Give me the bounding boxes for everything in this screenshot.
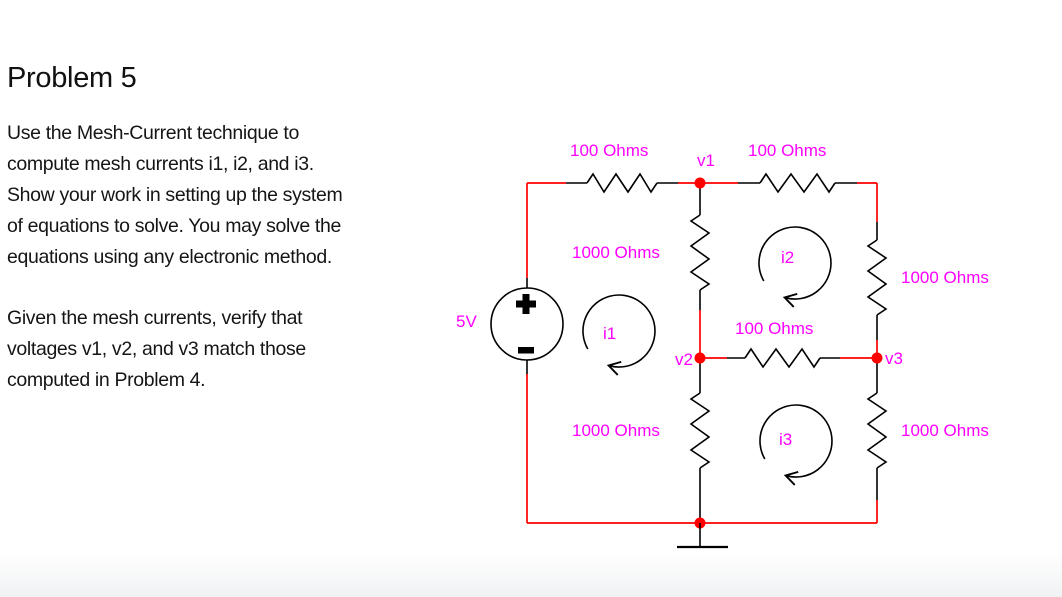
- instructions-paragraph-1: Use the Mesh-Current technique to comput…: [7, 122, 343, 268]
- resistor-label-top-right: 100 Ohms: [748, 141, 827, 160]
- mesh-loop-i3-arrow: [759, 404, 833, 486]
- component-leads: [526, 182, 878, 523]
- page-title: Problem 5: [7, 62, 137, 94]
- mesh-label-i2: i2: [781, 248, 795, 267]
- instructions-paragraph-2: Given the mesh currents, verify that vol…: [7, 307, 306, 391]
- node-label-v3: v3: [885, 349, 903, 368]
- resistor-top-right-symbol: [759, 172, 836, 194]
- mesh-loop-i2-arrow: [758, 226, 832, 308]
- resistor-top-left-symbol: [586, 172, 658, 194]
- plus-icon: [516, 294, 536, 314]
- resistor-label-top-left: 100 Ohms: [570, 141, 649, 160]
- ground-icon: [677, 523, 728, 571]
- minus-icon: [518, 347, 534, 354]
- node-dot-v1: [694, 177, 706, 189]
- resistor-label-lower-middle: 1000 Ohms: [572, 421, 660, 440]
- mesh-loop-i1-arrow: [582, 294, 656, 376]
- mesh-label-i1: i1: [603, 324, 617, 343]
- resistor-lower-middle-symbol: [689, 392, 711, 469]
- node-dot-v3: [871, 352, 883, 364]
- resistor-upper-right-symbol: [866, 239, 888, 316]
- node-dot-v2: [694, 352, 706, 364]
- resistor-lower-right-symbol: [866, 392, 888, 469]
- resistor-upper-middle-symbol: [689, 214, 711, 291]
- resistor-label-middle: 100 Ohms: [735, 319, 814, 338]
- node-label-v1: v1: [697, 151, 715, 170]
- resistor-label-lower-right: 1000 Ohms: [901, 421, 989, 440]
- node-label-v2: v2: [675, 350, 693, 369]
- resistor-label-upper-right: 1000 Ohms: [901, 268, 989, 287]
- source-label-5v: 5V: [456, 312, 477, 331]
- voltage-source-symbol: [490, 287, 564, 361]
- resistor-middle-symbol: [744, 347, 821, 369]
- resistor-label-upper-middle: 1000 Ohms: [572, 243, 660, 262]
- mesh-label-i3: i3: [779, 430, 793, 449]
